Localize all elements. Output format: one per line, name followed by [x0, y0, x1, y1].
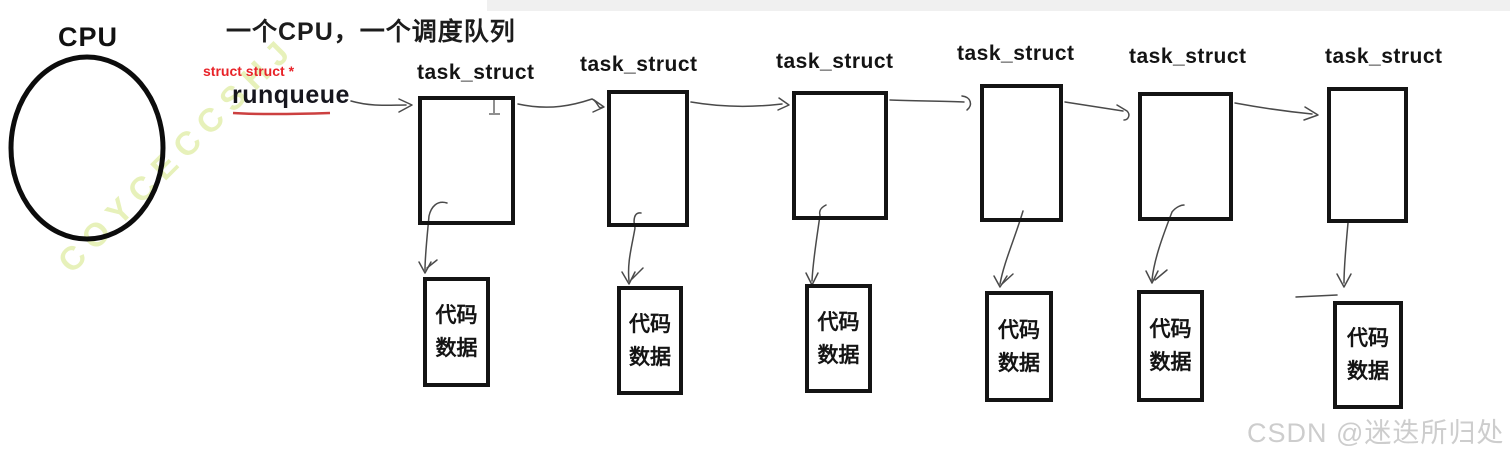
- task-struct-box-2: [607, 90, 689, 227]
- arrow-node1-to-code1: [418, 201, 448, 274]
- code-label: 代码: [1149, 318, 1192, 341]
- arrow-node5-to-node6: [1234, 102, 1319, 121]
- code-data-box-4: 代码 数据: [985, 291, 1053, 402]
- code-label: 代码: [998, 318, 1040, 342]
- task-struct-box-5: [1138, 92, 1233, 221]
- task-struct-title-5: task_struct: [1129, 45, 1247, 68]
- runqueue-type-label: struct struct *: [203, 63, 295, 79]
- arrow-node4-to-node5: [1064, 101, 1130, 121]
- arrow-node3-to-node4: [889, 95, 972, 111]
- code-data-box-1: 代码 数据: [423, 277, 490, 387]
- cpu-label: CPU: [57, 22, 118, 52]
- code-label: 代码: [629, 312, 671, 336]
- data-label: 数据: [998, 351, 1040, 375]
- code-data-box-5: 代码 数据: [1137, 290, 1204, 402]
- task-struct-box-3: [792, 91, 888, 220]
- data-label: 数据: [435, 337, 478, 360]
- runqueue-underline: [232, 111, 331, 116]
- cpu-circle-shape: [8, 54, 166, 242]
- code-label: 代码: [1347, 327, 1389, 350]
- task-struct-title-6: task_struct: [1325, 45, 1443, 68]
- task-struct-box-6: [1327, 87, 1408, 223]
- code-label: 代码: [435, 304, 478, 327]
- arrow-node2-to-node3: [690, 97, 790, 111]
- top-gray-strip: [487, 0, 1510, 11]
- runqueue-label: runqueue: [232, 81, 350, 109]
- csdn-watermark: CSDN @迷迭所归处: [1247, 418, 1505, 448]
- task-struct-box-4: [980, 84, 1063, 222]
- data-label: 数据: [629, 345, 671, 369]
- code-data-box-3: 代码 数据: [805, 284, 872, 393]
- code-data-box-2: 代码 数据: [617, 286, 683, 395]
- task-struct-box-1: [418, 96, 515, 225]
- task-struct-title-2: task_struct: [580, 53, 698, 76]
- arrow-runqueue-to-node1: [350, 98, 413, 113]
- task-struct-title-1: task_struct: [417, 61, 535, 84]
- arrow-node2-to-code2: [621, 212, 644, 285]
- arrow-node4-to-code4: [993, 210, 1024, 288]
- task-struct-title-4: task_struct: [957, 42, 1075, 65]
- data-label: 数据: [817, 343, 860, 367]
- task-struct-title-3: task_struct: [776, 50, 894, 73]
- arrow-node1-to-node2: [517, 98, 605, 113]
- data-label: 数据: [1347, 360, 1389, 383]
- page-title: 一个CPU，一个调度队列: [226, 18, 516, 46]
- code-data-box-6: 代码 数据: [1333, 301, 1403, 409]
- code-label: 代码: [817, 310, 860, 334]
- arrow-node6-to-code6: [1295, 222, 1352, 298]
- data-label: 数据: [1149, 351, 1192, 374]
